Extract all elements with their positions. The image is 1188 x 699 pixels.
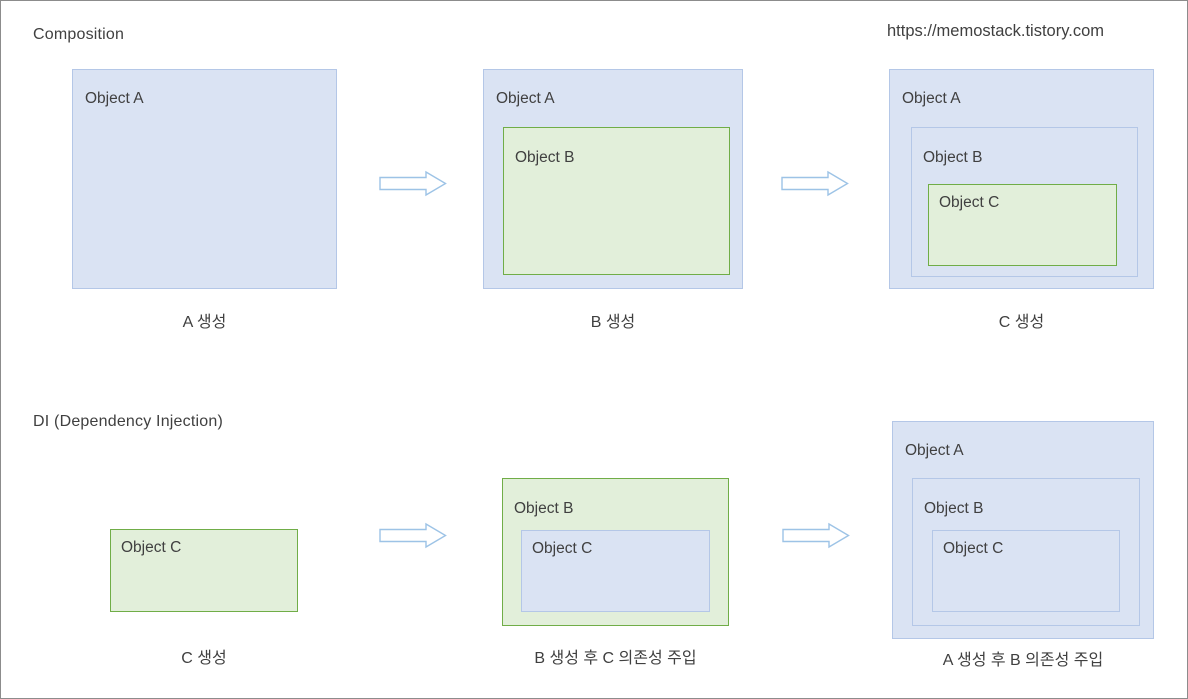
composition-step1-caption: A 생성 <box>182 314 227 331</box>
di-step2-object-b-box: Object B Object C <box>502 478 729 626</box>
di-step3-object-c-box: Object C <box>932 530 1120 612</box>
di-step1-object-c-box: Object C <box>110 529 298 612</box>
composition-step2-caption: B 생성 <box>590 314 636 331</box>
composition-step3-object-b-box: Object B Object C <box>911 127 1138 277</box>
right-arrow-icon <box>379 170 447 197</box>
object-c-label: Object C <box>121 539 182 556</box>
di-step2-object-c-box: Object C <box>521 530 710 612</box>
object-b-label: Object B <box>514 500 574 517</box>
di-section-title: DI (Dependency Injection) <box>33 413 223 430</box>
object-a-label: Object A <box>905 442 964 459</box>
object-b-label: Object B <box>924 500 984 517</box>
right-arrow-icon <box>379 522 447 549</box>
composition-step1-object-a-box: Object A <box>72 69 337 289</box>
composition-step3-object-a-box: Object A Object B Object C <box>889 69 1154 289</box>
source-url-text: https://memostack.tistory.com <box>887 22 1104 40</box>
object-c-label: Object C <box>939 194 1000 211</box>
object-a-label: Object A <box>496 90 555 107</box>
object-b-label: Object B <box>923 149 983 166</box>
di-step2-caption: B 생성 후 C 의존성 주입 <box>534 650 697 667</box>
di-step3-object-a-box: Object A Object B Object C <box>892 421 1154 639</box>
composition-section-title: Composition <box>33 26 125 43</box>
object-a-label: Object A <box>85 90 144 107</box>
object-a-label: Object A <box>902 90 961 107</box>
object-c-label: Object C <box>532 540 593 557</box>
composition-step2-object-b-box: Object B <box>503 127 730 275</box>
right-arrow-icon <box>781 170 849 197</box>
right-arrow-icon <box>782 522 850 549</box>
composition-step3-object-c-box: Object C <box>928 184 1117 266</box>
composition-step2-object-a-box: Object A Object B <box>483 69 743 289</box>
object-b-label: Object B <box>515 149 575 166</box>
di-step3-object-b-box: Object B Object C <box>912 478 1140 626</box>
object-c-label: Object C <box>943 540 1004 557</box>
di-step3-caption: A 생성 후 B 의존성 주입 <box>942 652 1104 669</box>
di-step1-caption: C 생성 <box>181 650 227 667</box>
composition-step3-caption: C 생성 <box>998 314 1045 331</box>
